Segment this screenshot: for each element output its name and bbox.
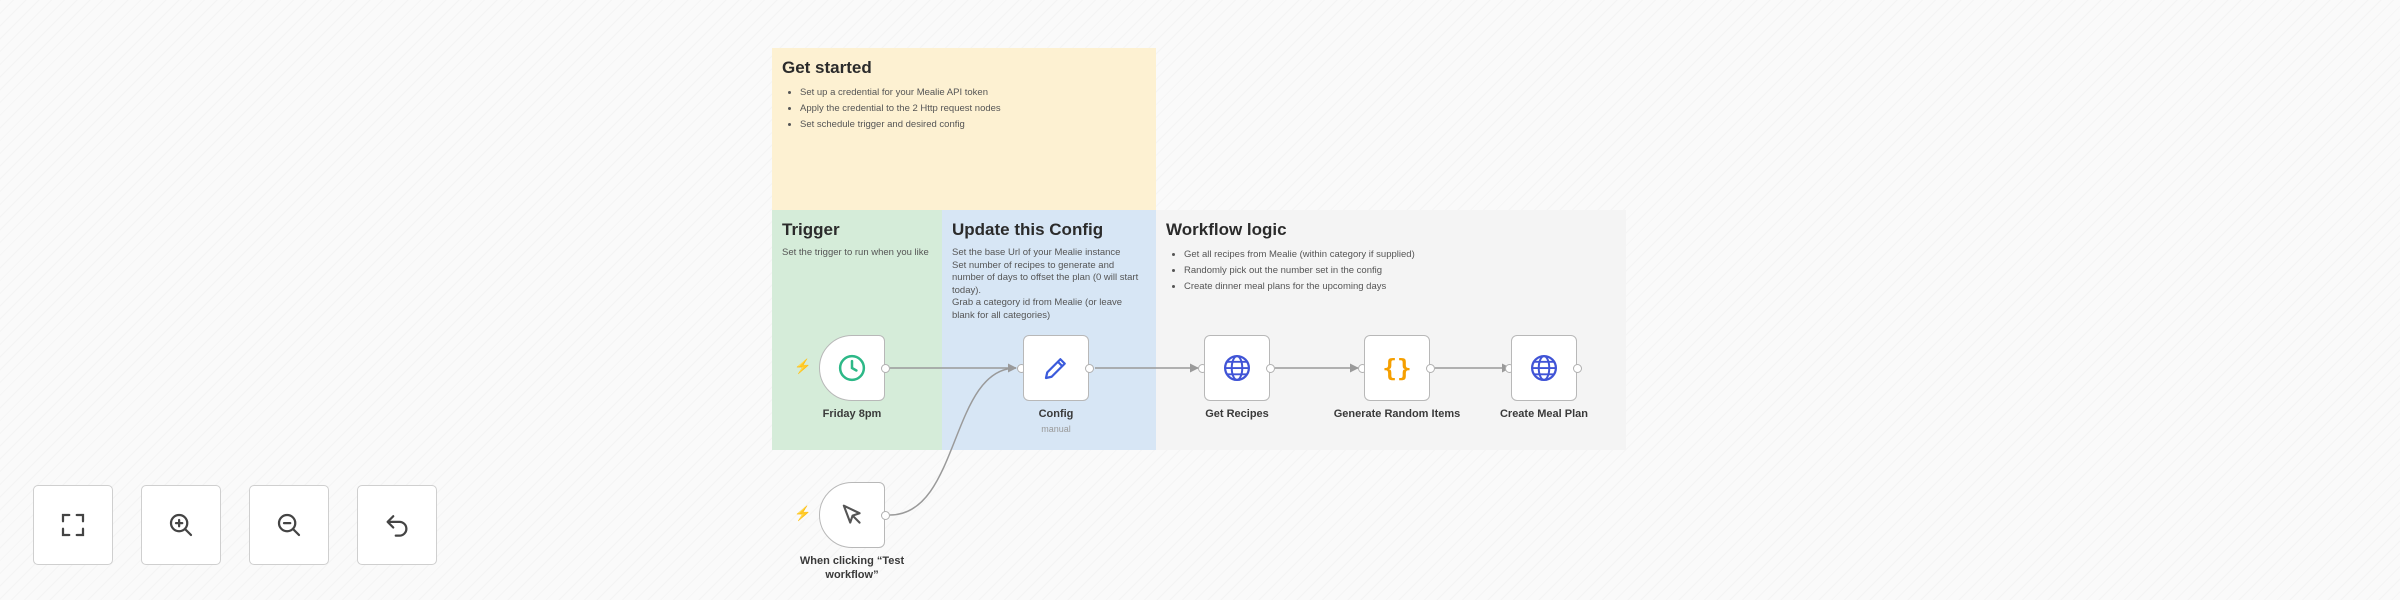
sticky-text: Set the trigger to run when you like [782,247,929,258]
cursor-icon [842,504,861,524]
sticky-title: Update this Config [952,220,1104,239]
sticky-list: Set up a credential for your Mealie API … [782,85,1146,133]
pencil-icon [1044,358,1066,380]
sticky-note-workflow-logic[interactable]: Workflow logic Get all recipes from Meal… [1156,210,1626,450]
fit-view-button[interactable] [33,485,113,565]
output-handle[interactable] [881,364,890,373]
node-label: Generate Random Items [1333,408,1461,420]
fit-view-icon [61,513,85,537]
connection-manual-to-config[interactable] [889,367,1017,516]
node-manual-trigger[interactable] [819,482,885,548]
node-subtitle: manual [1041,424,1071,434]
sticky-list: Get all recipes from Mealie (within cate… [1166,247,1616,295]
output-handle[interactable] [1426,364,1435,373]
node-label: Friday 8pm [822,408,882,420]
sticky-list-item: Apply the credential to the 2 Http reque… [800,101,1146,117]
zoom-out-icon [277,513,301,537]
node-get-recipes[interactable] [1204,335,1270,401]
sticky-list-item: Create dinner meal plans for the upcomin… [1184,279,1616,295]
reset-zoom-button[interactable] [357,485,437,565]
output-handle[interactable] [1573,364,1582,373]
sticky-text: Grab a category id from Mealie (or leave… [952,297,1123,321]
node-label: Get Recipes [1205,408,1269,420]
zoom-out-button[interactable] [249,485,329,565]
node-label: Create Meal Plan [1499,408,1589,420]
trigger-bolt-icon: ⚡ [794,358,812,374]
sticky-title: Get started [782,58,872,77]
sticky-list-item: Set up a credential for your Mealie API … [800,85,1146,101]
zoom-in-icon [169,513,193,537]
output-handle[interactable] [1085,364,1094,373]
sticky-note-config[interactable]: Update this Config Set the base Url of y… [942,210,1156,450]
sticky-title: Trigger [782,220,840,239]
sticky-list-item: Set schedule trigger and desired config [800,117,1146,133]
sticky-note-trigger[interactable]: Trigger Set the trigger to run when you … [772,210,942,450]
code-braces-icon: {} [1382,354,1411,383]
sticky-title: Workflow logic [1166,220,1287,239]
node-create-meal-plan[interactable] [1511,335,1577,401]
svg-text:{}: {} [1382,354,1411,383]
node-config[interactable] [1023,335,1089,401]
sticky-note-get-started[interactable]: Get started Set up a credential for your… [772,48,1156,210]
sticky-text: Set the base Url of your Mealie instance [952,247,1121,258]
node-label: Config [1038,408,1074,420]
node-generate-random-items[interactable]: {} [1364,335,1430,401]
zoom-in-button[interactable] [141,485,221,565]
globe-icon [1224,355,1250,381]
output-handle[interactable] [881,511,890,520]
sticky-text: Set number of recipes to generate and nu… [952,259,1139,296]
node-label: When clicking “Test workflow” [799,555,905,581]
globe-icon [1531,355,1557,381]
output-handle[interactable] [1266,364,1275,373]
undo-icon [386,515,408,537]
clock-icon [838,354,866,382]
sticky-list-item: Randomly pick out the number set in the … [1184,263,1616,279]
trigger-bolt-icon: ⚡ [794,505,812,521]
node-friday-8pm[interactable] [819,335,885,401]
sticky-list-item: Get all recipes from Mealie (within cate… [1184,247,1616,263]
